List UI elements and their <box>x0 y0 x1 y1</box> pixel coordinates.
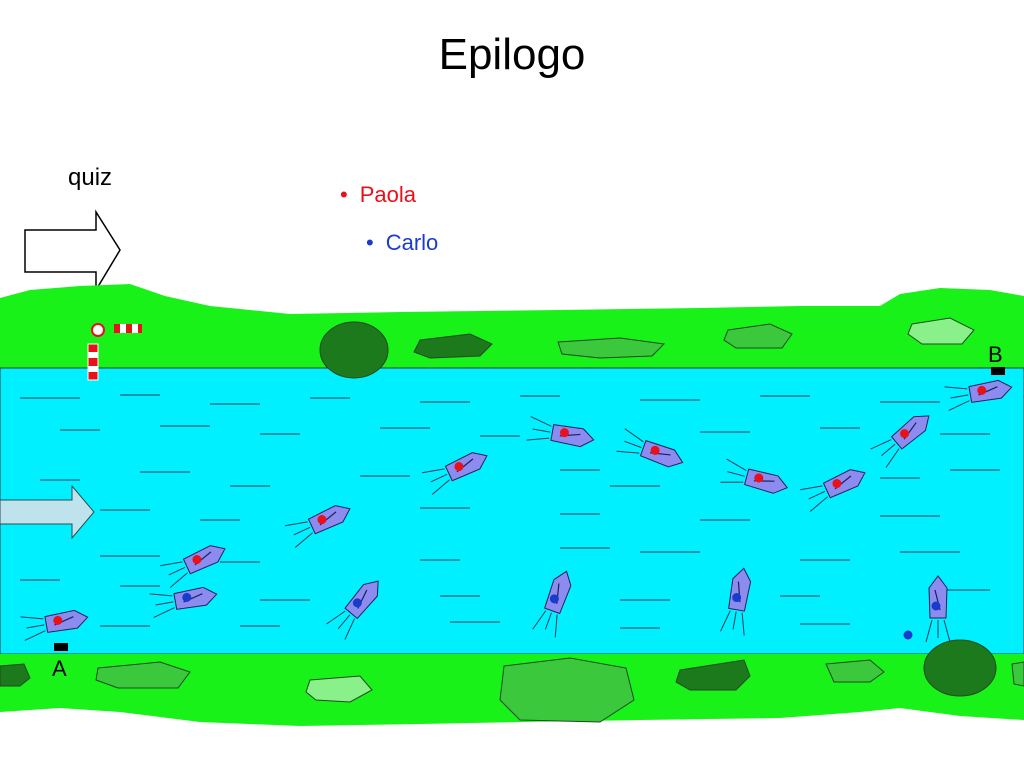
boat-icon <box>20 609 89 641</box>
boat-icon <box>326 580 379 640</box>
boat-icon <box>526 416 595 448</box>
windsock-icon <box>87 323 142 381</box>
boat-icon <box>799 469 866 512</box>
bullet-icon: • <box>366 230 374 255</box>
boat-icon <box>870 415 930 468</box>
bushes-top <box>319 317 975 379</box>
quiz-arrow-icon[interactable] <box>24 209 121 293</box>
top-bank <box>0 284 1024 368</box>
boat-icon <box>925 575 951 643</box>
water-ripples <box>20 394 1000 629</box>
boat-icon <box>284 505 351 548</box>
boat-icon <box>532 570 572 638</box>
mark-a-label: A <box>52 656 67 681</box>
boat-icon <box>616 428 684 468</box>
legend-paola: • Paola <box>340 182 416 208</box>
boat-icon <box>149 586 218 618</box>
river <box>0 367 1024 655</box>
legend-carlo: • Carlo <box>366 230 438 256</box>
boat-icon <box>720 458 789 494</box>
marker-dot <box>903 630 913 640</box>
quiz-label: quiz <box>68 164 113 191</box>
legend-label-paola: Paola <box>359 182 416 207</box>
bullet-icon: • <box>340 182 348 207</box>
boat-icon <box>159 545 226 588</box>
legend-label-carlo: Carlo <box>385 230 439 255</box>
mark-a-buoy <box>54 643 68 651</box>
mark-b-label: B <box>988 342 1003 367</box>
boat-icon <box>720 567 752 636</box>
boat-icon <box>944 379 1013 411</box>
boat-icon <box>421 452 488 495</box>
current-arrow-icon <box>0 484 95 540</box>
slide-title: Epilogo <box>438 30 586 79</box>
boats-layer <box>20 379 1013 643</box>
bushes-bottom <box>0 639 1024 723</box>
mark-b-buoy <box>991 367 1005 375</box>
